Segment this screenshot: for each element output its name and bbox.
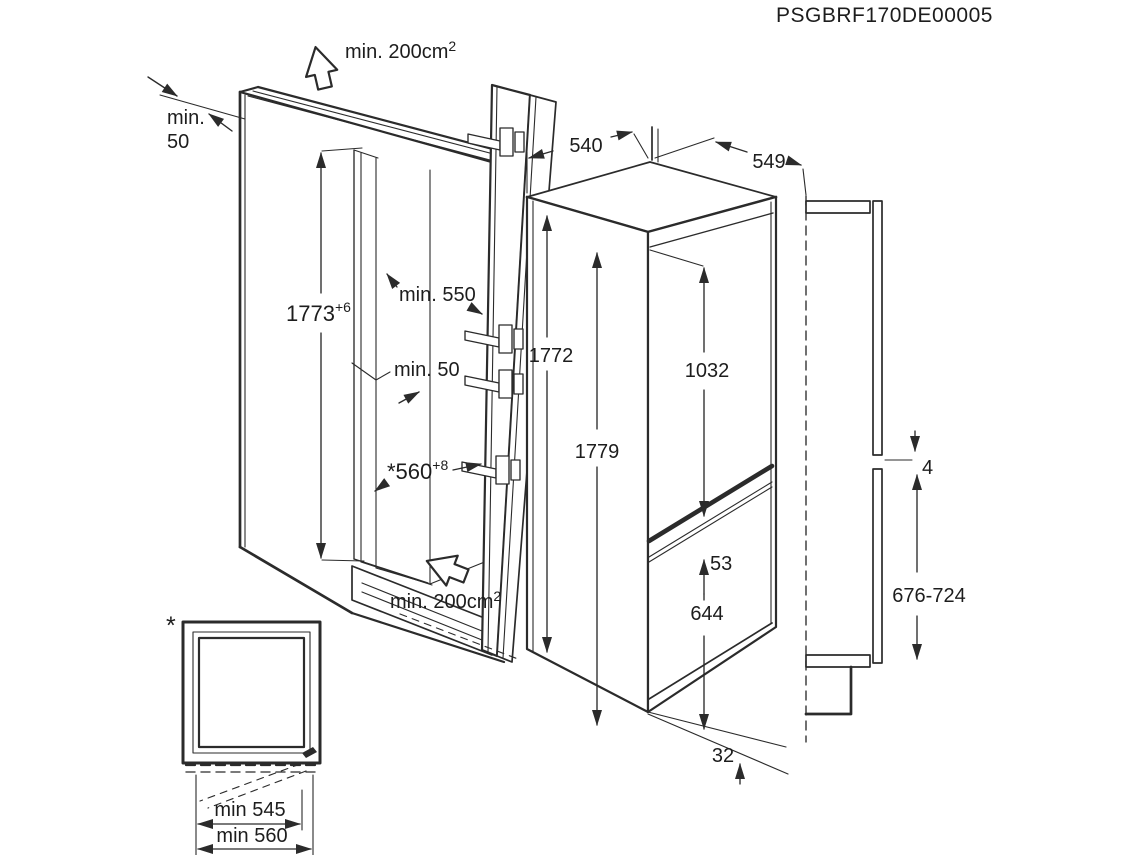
bottom-vent-arrow-icon [425, 554, 470, 587]
niche-top-inner [353, 149, 379, 159]
niche-height-ext-bottom [321, 559, 365, 562]
height-total-label: 1779 [575, 441, 620, 463]
niche-width-arrow-left [374, 478, 391, 492]
niche-depth-arrow-down [466, 302, 483, 315]
niche-width-arrow-right [452, 462, 482, 473]
upper-door-ext-line [649, 249, 704, 267]
niche-depth-arrow-up [386, 273, 401, 289]
cabinet-top-slot-line2 [252, 90, 529, 164]
cabinet-floor-edge [350, 611, 506, 664]
upper-door-top-edge [649, 212, 774, 248]
cabinet-top-corner [238, 85, 260, 94]
width-arrow-left [528, 149, 554, 159]
inset-asterisk: * [166, 612, 176, 640]
door-panel-side-view [804, 195, 883, 743]
lower-door-top-edge2 [648, 486, 773, 563]
sliding-hinges [461, 127, 525, 485]
top-clearance-label-2: 50 [167, 131, 189, 153]
model-code: PSGBRF170DE00005 [776, 4, 993, 27]
clearance-arrow-up [208, 113, 233, 132]
niche-top-view-inset: * min 545 min 560 [166, 612, 322, 855]
appliance-drawing [525, 161, 789, 775]
niche-height-label: 1773+6 [286, 299, 351, 326]
plinth-slot-top [361, 582, 483, 632]
rear-clearance-label: min. 50 [394, 359, 460, 381]
depth-arrow-left [715, 141, 748, 153]
bottom-vent-label: min. 200cm2 [390, 588, 501, 613]
depth-arrow-right [785, 155, 802, 166]
plinth-slot-bottom [361, 591, 483, 641]
top-clearance-label-1: min. [167, 107, 205, 129]
lower-panel-range-label: 676-724 [892, 585, 965, 607]
appliance-width-label: 540 [569, 135, 602, 157]
floor-extension-line [647, 713, 789, 775]
depth-ext-left [654, 137, 715, 159]
inset-leader-dash2 [207, 770, 307, 809]
upper-door-bottom-edge [646, 463, 775, 544]
cabinet-bottom-edge [238, 545, 354, 615]
lower-door-height-label: 644 [690, 603, 723, 625]
niche-floor-side [375, 567, 431, 585]
niche-depth-label: min. 550 [399, 284, 476, 306]
furniture-door-inner-line [487, 86, 498, 653]
bottom-vent-dashed-leader [399, 613, 519, 660]
inset-width-inner-label: min 545 [214, 799, 285, 821]
inset-mid-wall [192, 631, 311, 754]
upper-door-height-label: 1032 [685, 360, 730, 382]
hinge-bracket-upper [464, 324, 524, 354]
niche-height-ext-top [321, 147, 363, 152]
hinge-bracket-middle [464, 369, 524, 399]
clearance-arrow-down [147, 76, 178, 97]
depth-ext-right [802, 168, 807, 196]
panel-dimensions: 4 676-724 [884, 430, 966, 660]
lower-door-bottom-edge [648, 622, 773, 700]
height-front-label: 1772 [529, 345, 574, 367]
door-gap-label: 53 [710, 553, 732, 575]
niche-width-label: *560+8 [387, 457, 448, 484]
cabinet-top-slot-line1 [247, 95, 521, 169]
width-arrow-right [610, 130, 633, 141]
upper-panel-section [872, 200, 883, 456]
width-ext-right [633, 133, 649, 159]
panel-top-bar [805, 200, 871, 214]
top-vent-arrow-icon [304, 45, 339, 91]
appliance-dimensions: 540 549 1772 1779 1032 53 644 32 [526, 130, 807, 785]
wall-clearance: min. 50 [147, 76, 246, 153]
hinge-bracket-top [467, 127, 525, 157]
inset-leader-dash1 [199, 763, 301, 802]
wall-edge-line [159, 94, 246, 120]
inset-inner-wall [197, 636, 306, 749]
panel-bottom-step [804, 665, 853, 716]
panel-bottom-bar [805, 654, 871, 668]
rear-clearance-arrow [398, 391, 420, 404]
top-vent-label: min. 200cm2 [345, 38, 456, 63]
cabinet-niche [238, 85, 659, 664]
inset-outer-wall [181, 620, 322, 765]
appliance-depth-label: 549 [752, 151, 785, 173]
inset-hinge-latch-icon [302, 747, 317, 758]
panel-gap-label: 4 [922, 457, 933, 479]
lower-panel-section [872, 468, 883, 664]
bottom-offset-label: 32 [712, 745, 734, 767]
appliance-front-face [646, 195, 778, 714]
inset-width-outer-label: min 560 [216, 825, 287, 847]
cabinet-dimensions: 1773+6 min. 550 min. 50 *560+8 min. 200c… [286, 38, 519, 660]
lower-door-top-edge1 [648, 481, 773, 558]
niche-floor-back [353, 558, 429, 584]
door-bottom-extension-line [647, 711, 787, 748]
rear-clearance-pointer [351, 362, 391, 381]
